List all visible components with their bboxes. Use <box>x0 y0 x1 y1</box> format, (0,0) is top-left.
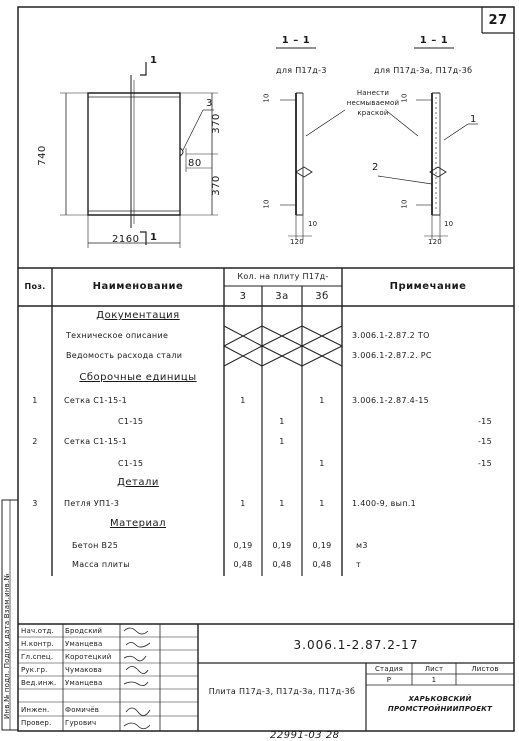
drawing-area <box>0 0 519 270</box>
staff-role: Вед.инж. <box>21 679 57 687</box>
table-row-name: Сетка С1-15-1 <box>64 396 128 405</box>
callout-2: 2 <box>372 162 379 173</box>
table-row-note: 3.006.1-2.87.2. РС <box>352 351 432 360</box>
table-row-section: Материал <box>109 518 167 529</box>
dim-10-a-right: 10 <box>308 220 318 228</box>
staff-name: Гурович <box>65 719 97 727</box>
table-row-q3a: 1 <box>279 437 285 446</box>
paint-note: Нанести несмываемой краской <box>346 89 400 117</box>
staff-role: Инжен. <box>21 706 50 714</box>
callout-3: 3 <box>206 98 213 109</box>
staff-role: Нач.отд. <box>21 627 54 635</box>
table-row-note: 3.006.1-2.87.4-15 <box>352 396 430 405</box>
dim-offset: 80 <box>188 158 202 169</box>
table-row-section: Сборочные единицы <box>79 372 197 383</box>
dim-10-b-right: 10 <box>444 220 454 228</box>
table-row-q3b: 1 <box>319 396 325 405</box>
callout-1: 1 <box>470 114 477 125</box>
table-row-q3: 0,48 <box>233 560 253 569</box>
header-sheet: Лист <box>424 665 444 673</box>
table-row-note: т <box>356 560 361 569</box>
section-a-sub: для П17д-3 <box>276 66 327 75</box>
table-row-q3b: 0,19 <box>312 541 332 550</box>
side-stamp-grid <box>0 0 30 740</box>
table-row-name: С1-15 <box>118 459 144 468</box>
sheet-value: 1 <box>431 676 437 684</box>
header-sheets: Листов <box>471 665 499 673</box>
table-row-note: -15 <box>478 459 492 468</box>
table-row-note: 1.400-9, вып.1 <box>352 499 417 508</box>
table-row-q3a: 0,48 <box>272 560 292 569</box>
table-row-name: Сетка С1-15-1 <box>64 437 128 446</box>
table-row-note: 3.006.1-2.87.2 ТО <box>352 331 430 340</box>
sheet-number: 27 <box>488 13 508 28</box>
staff-name: Чумакова <box>65 666 103 674</box>
col-header-q3a: 3а <box>275 291 289 302</box>
table-row-q3b: 1 <box>319 459 325 468</box>
table-row-q3: 1 <box>240 396 246 405</box>
drawing-title: Плита П17д-3, П17д-3а, П17д-3б <box>208 687 356 696</box>
staff-name: Фомичёв <box>65 706 100 714</box>
section-a-title: 1 – 1 <box>281 35 311 46</box>
section-a <box>276 48 345 240</box>
table-row-q3a: 1 <box>279 499 285 508</box>
table-row-name: Ведомость расхода стали <box>66 351 183 360</box>
dim-120-b: 120 <box>428 238 442 246</box>
staff-role: Н.контр. <box>21 640 54 648</box>
footer-inventory: 22991-03 28 <box>270 730 340 741</box>
staff-role: Гл.спец. <box>21 653 54 661</box>
header-stage: Стадия <box>374 665 404 673</box>
staff-role: Провер. <box>21 719 52 727</box>
section-marker-bottom: 1 <box>150 232 158 243</box>
staff-name: Бродский <box>65 627 103 635</box>
col-header-name: Наименование <box>92 281 184 292</box>
staff-name: Коротецкий <box>65 653 112 661</box>
table-row-q3a: 1 <box>279 417 285 426</box>
col-header-q3b: 3б <box>315 291 329 302</box>
section-b-title: 1 – 1 <box>419 35 449 46</box>
document-code: 3.006.1-2.87.2-17 <box>293 638 419 652</box>
col-header-q3: 3 <box>239 291 247 302</box>
organization-name: ХАРЬКОВСКИЙ ПРОМСТРОЙНИИПРОЕКТ <box>387 695 493 713</box>
table-row-q3: 0,19 <box>233 541 253 550</box>
table-row-pos: 2 <box>32 437 38 446</box>
col-header-note: Примечание <box>389 281 467 292</box>
table-row-name: Бетон В25 <box>72 541 119 550</box>
col-header-qty: Кол. на плиту П17д- <box>237 272 329 281</box>
section-b-sub: для П17д-3а, П17д-3б <box>374 66 473 75</box>
staff-name: Уманцева <box>65 640 103 648</box>
table-row-note: м3 <box>356 541 368 550</box>
table-row-note: -15 <box>478 437 492 446</box>
col-header-pos: Поз. <box>24 282 46 291</box>
table-row-q3b: 0,48 <box>312 560 332 569</box>
dim-120-a: 120 <box>290 238 304 246</box>
section-marker-top: 1 <box>150 55 158 66</box>
section-b <box>378 48 478 240</box>
table-row-note: -15 <box>478 417 492 426</box>
table-row-name: С1-15 <box>118 417 144 426</box>
table-row-pos: 3 <box>32 499 38 508</box>
table-row-section: Документация <box>96 310 180 321</box>
table-row-name: Масса плиты <box>72 560 130 569</box>
table-row-name: Техническое описание <box>66 331 169 340</box>
staff-role: Рук.гр. <box>21 666 48 674</box>
table-row-q3: 1 <box>240 499 246 508</box>
table-row-q3b: 1 <box>319 499 325 508</box>
staff-name: Уманцева <box>65 679 103 687</box>
table-row-section: Детали <box>117 477 159 488</box>
table-row-name: Петля УП1-3 <box>64 499 120 508</box>
table-row-pos: 1 <box>32 396 38 405</box>
dim-width: 2160 <box>112 234 140 245</box>
plan-view <box>60 62 218 248</box>
stage-value: Р <box>386 676 392 684</box>
table-row-q3a: 0,19 <box>272 541 292 550</box>
